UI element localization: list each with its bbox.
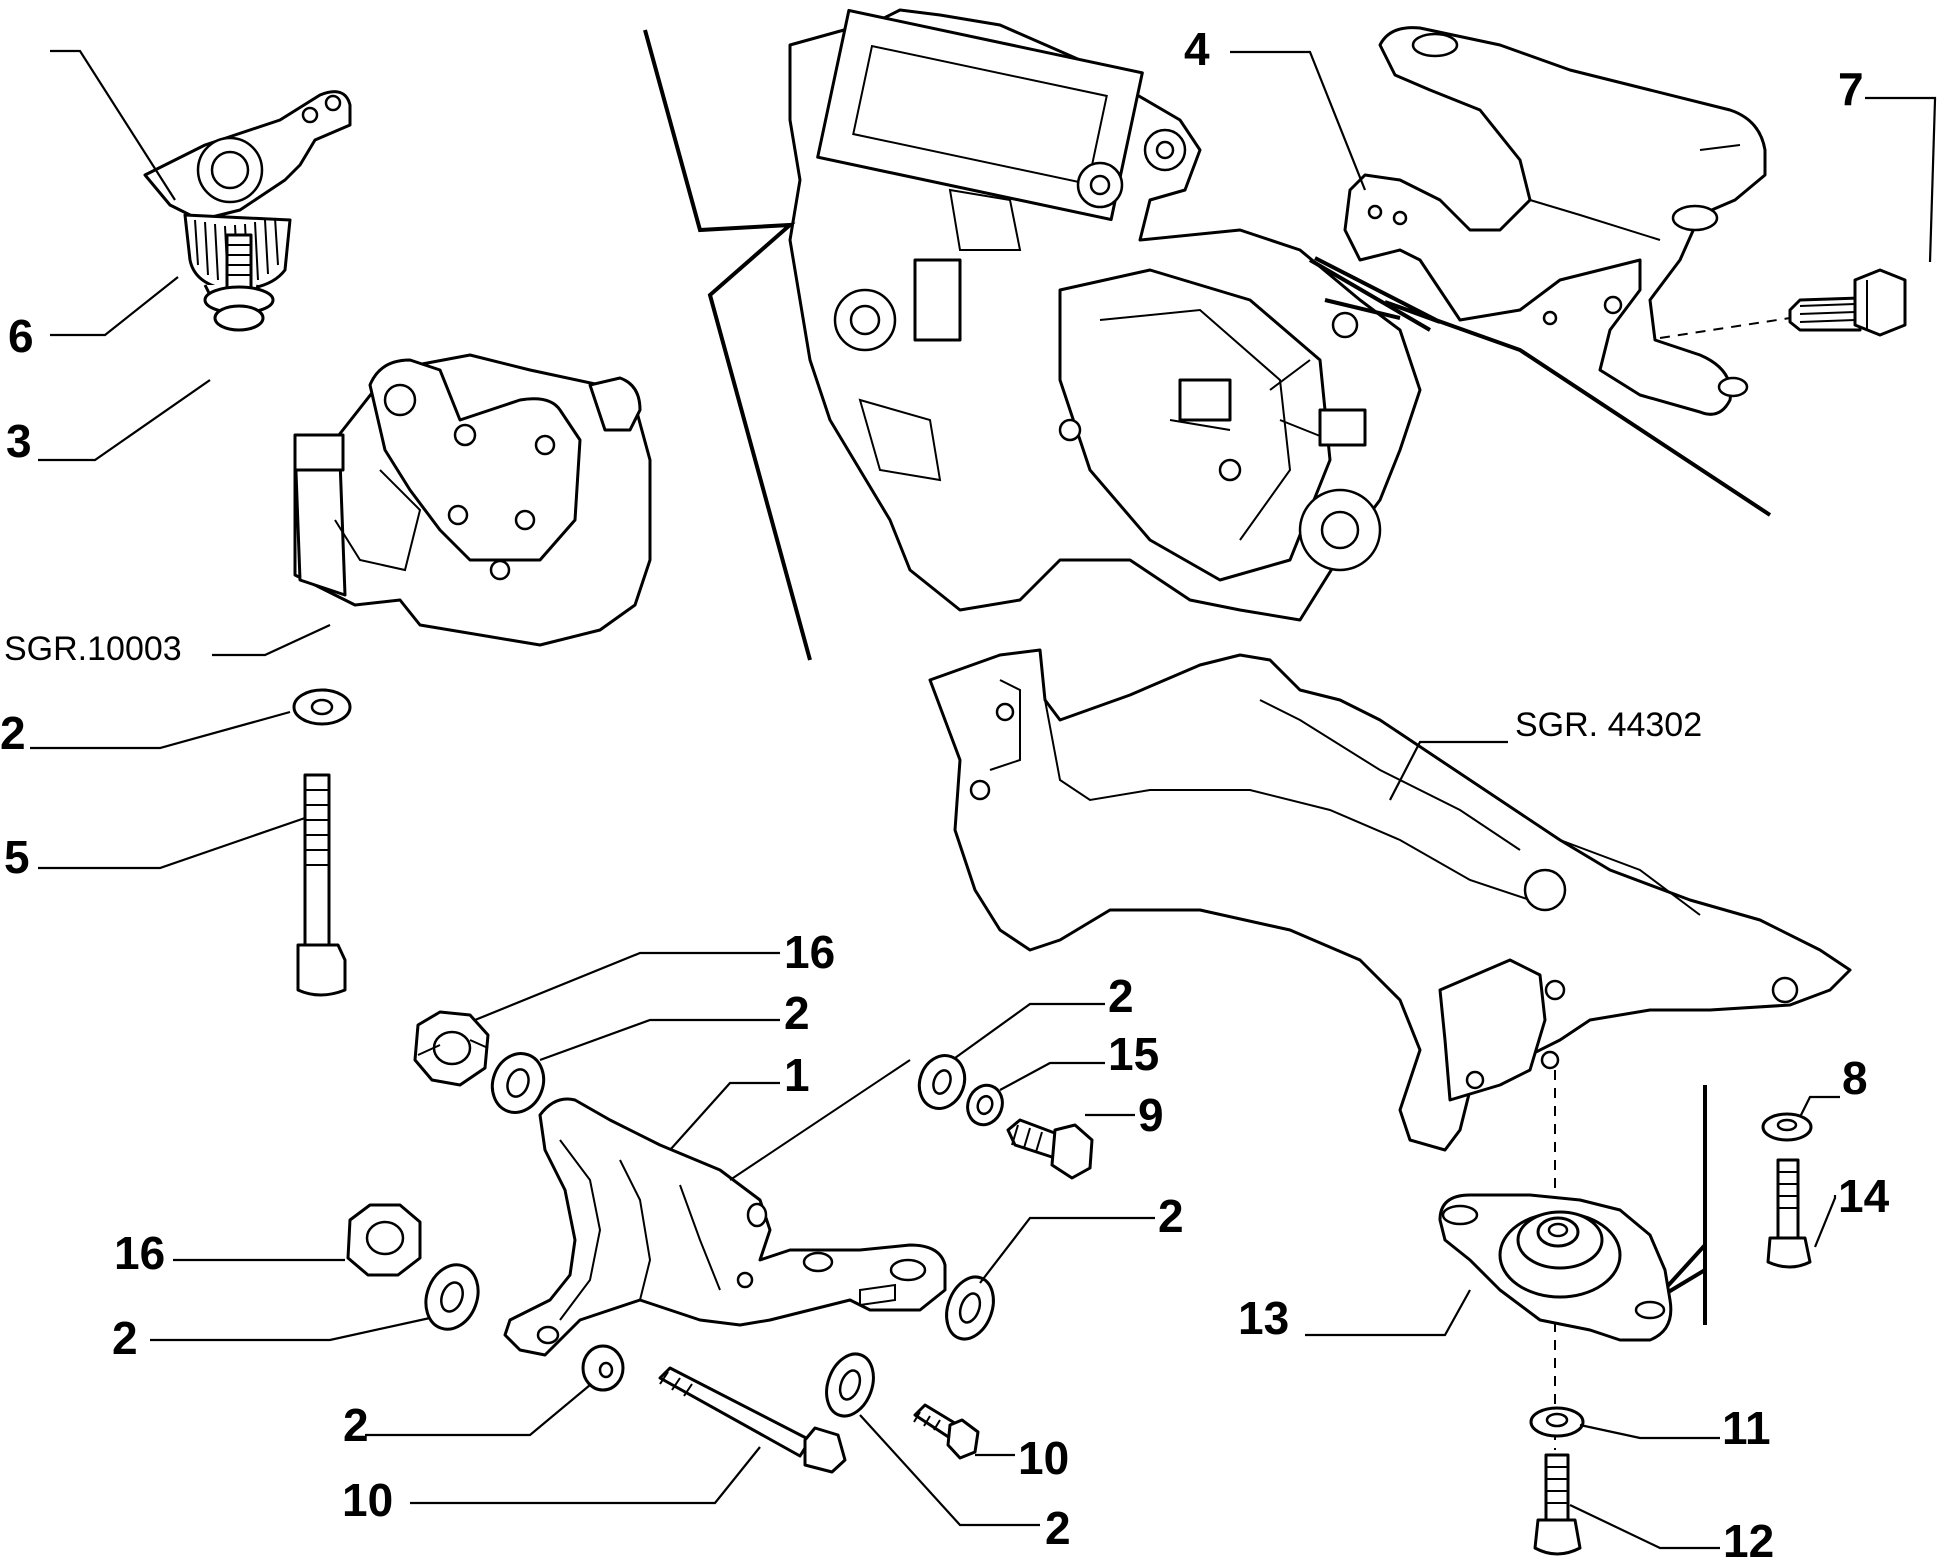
bracket-part-1 bbox=[503, 1097, 947, 1357]
crossmember-sgr44302 bbox=[928, 648, 1852, 1152]
leader-lines bbox=[50, 49, 176, 201]
bolt-part-10-long bbox=[658, 1366, 847, 1474]
callout-7: 7 bbox=[1838, 63, 1864, 115]
washer-part-2-right bbox=[945, 1275, 995, 1341]
washer-part-2-bottom bbox=[825, 1352, 875, 1418]
callout-15: 15 bbox=[1108, 1028, 1160, 1080]
callout-4: 4 bbox=[1184, 23, 1210, 75]
callout-14: 14 bbox=[1838, 1170, 1890, 1222]
callout-16-upper: 16 bbox=[784, 926, 836, 978]
callout-2-upper-left: 2 bbox=[784, 987, 810, 1039]
bolt-part-3 bbox=[203, 233, 275, 332]
callout-11: 11 bbox=[1722, 1402, 1771, 1454]
nut-part-16-lower bbox=[346, 1203, 422, 1277]
callout-10-long: 10 bbox=[342, 1474, 394, 1526]
support-block-sgr10003 bbox=[293, 353, 652, 647]
callout-2-upper-right: 2 bbox=[1108, 970, 1134, 1022]
bolt-part-9 bbox=[1006, 1118, 1094, 1180]
leader-1-to-bracket-2 bbox=[729, 1059, 911, 1181]
callout-8: 8 bbox=[1842, 1052, 1868, 1104]
bolt-part-14 bbox=[1766, 1158, 1812, 1269]
engine-gearbox-assembly bbox=[788, 8, 1422, 622]
break-line-left bbox=[643, 29, 812, 661]
bolt-part-12 bbox=[1533, 1453, 1582, 1556]
washer-part-11 bbox=[1529, 1406, 1585, 1438]
callout-2-left: 2 bbox=[0, 707, 26, 759]
leader-lines-all bbox=[30, 50, 1937, 1550]
callout-9: 9 bbox=[1138, 1089, 1164, 1141]
callout-3: 3 bbox=[6, 415, 32, 467]
washer-part-2-upper-right bbox=[917, 1054, 967, 1110]
washer-part-2-left bbox=[292, 688, 352, 726]
washer-part-2-upper-left bbox=[490, 1052, 546, 1114]
bolt-part-10-short bbox=[913, 1403, 980, 1460]
callout-2-lower-left: 2 bbox=[112, 1312, 138, 1364]
callout-sgr44302: SGR. 44302 bbox=[1515, 706, 1703, 744]
callout-16-lower: 16 bbox=[114, 1227, 166, 1279]
callout-12: 12 bbox=[1723, 1515, 1775, 1567]
washer-part-8 bbox=[1761, 1112, 1813, 1142]
callout-10-short: 10 bbox=[1018, 1432, 1070, 1484]
callout-sgr10003: SGR.10003 bbox=[4, 630, 182, 668]
callout-2-right: 2 bbox=[1158, 1190, 1184, 1242]
centerline-bolt-7 bbox=[1659, 317, 1791, 339]
callout-2-bottom: 2 bbox=[1045, 1502, 1071, 1554]
callout-13: 13 bbox=[1238, 1292, 1290, 1344]
washer-part-15 bbox=[966, 1083, 1004, 1127]
engine-mount-part-13 bbox=[1438, 1193, 1673, 1342]
bracket-part-4 bbox=[1343, 26, 1767, 416]
bolt-part-7 bbox=[1788, 268, 1907, 337]
callout-1: 1 bbox=[784, 1049, 810, 1101]
callout-2-under-bracket: 2 bbox=[343, 1399, 369, 1451]
callout-6: 6 bbox=[8, 310, 34, 362]
bolt-part-5 bbox=[296, 773, 347, 997]
washer-part-2-lower-left bbox=[424, 1263, 480, 1331]
washer-part-2-under-bracket bbox=[581, 1344, 625, 1392]
callout-5: 5 bbox=[4, 831, 30, 883]
nut-part-16-upper bbox=[413, 1010, 490, 1087]
